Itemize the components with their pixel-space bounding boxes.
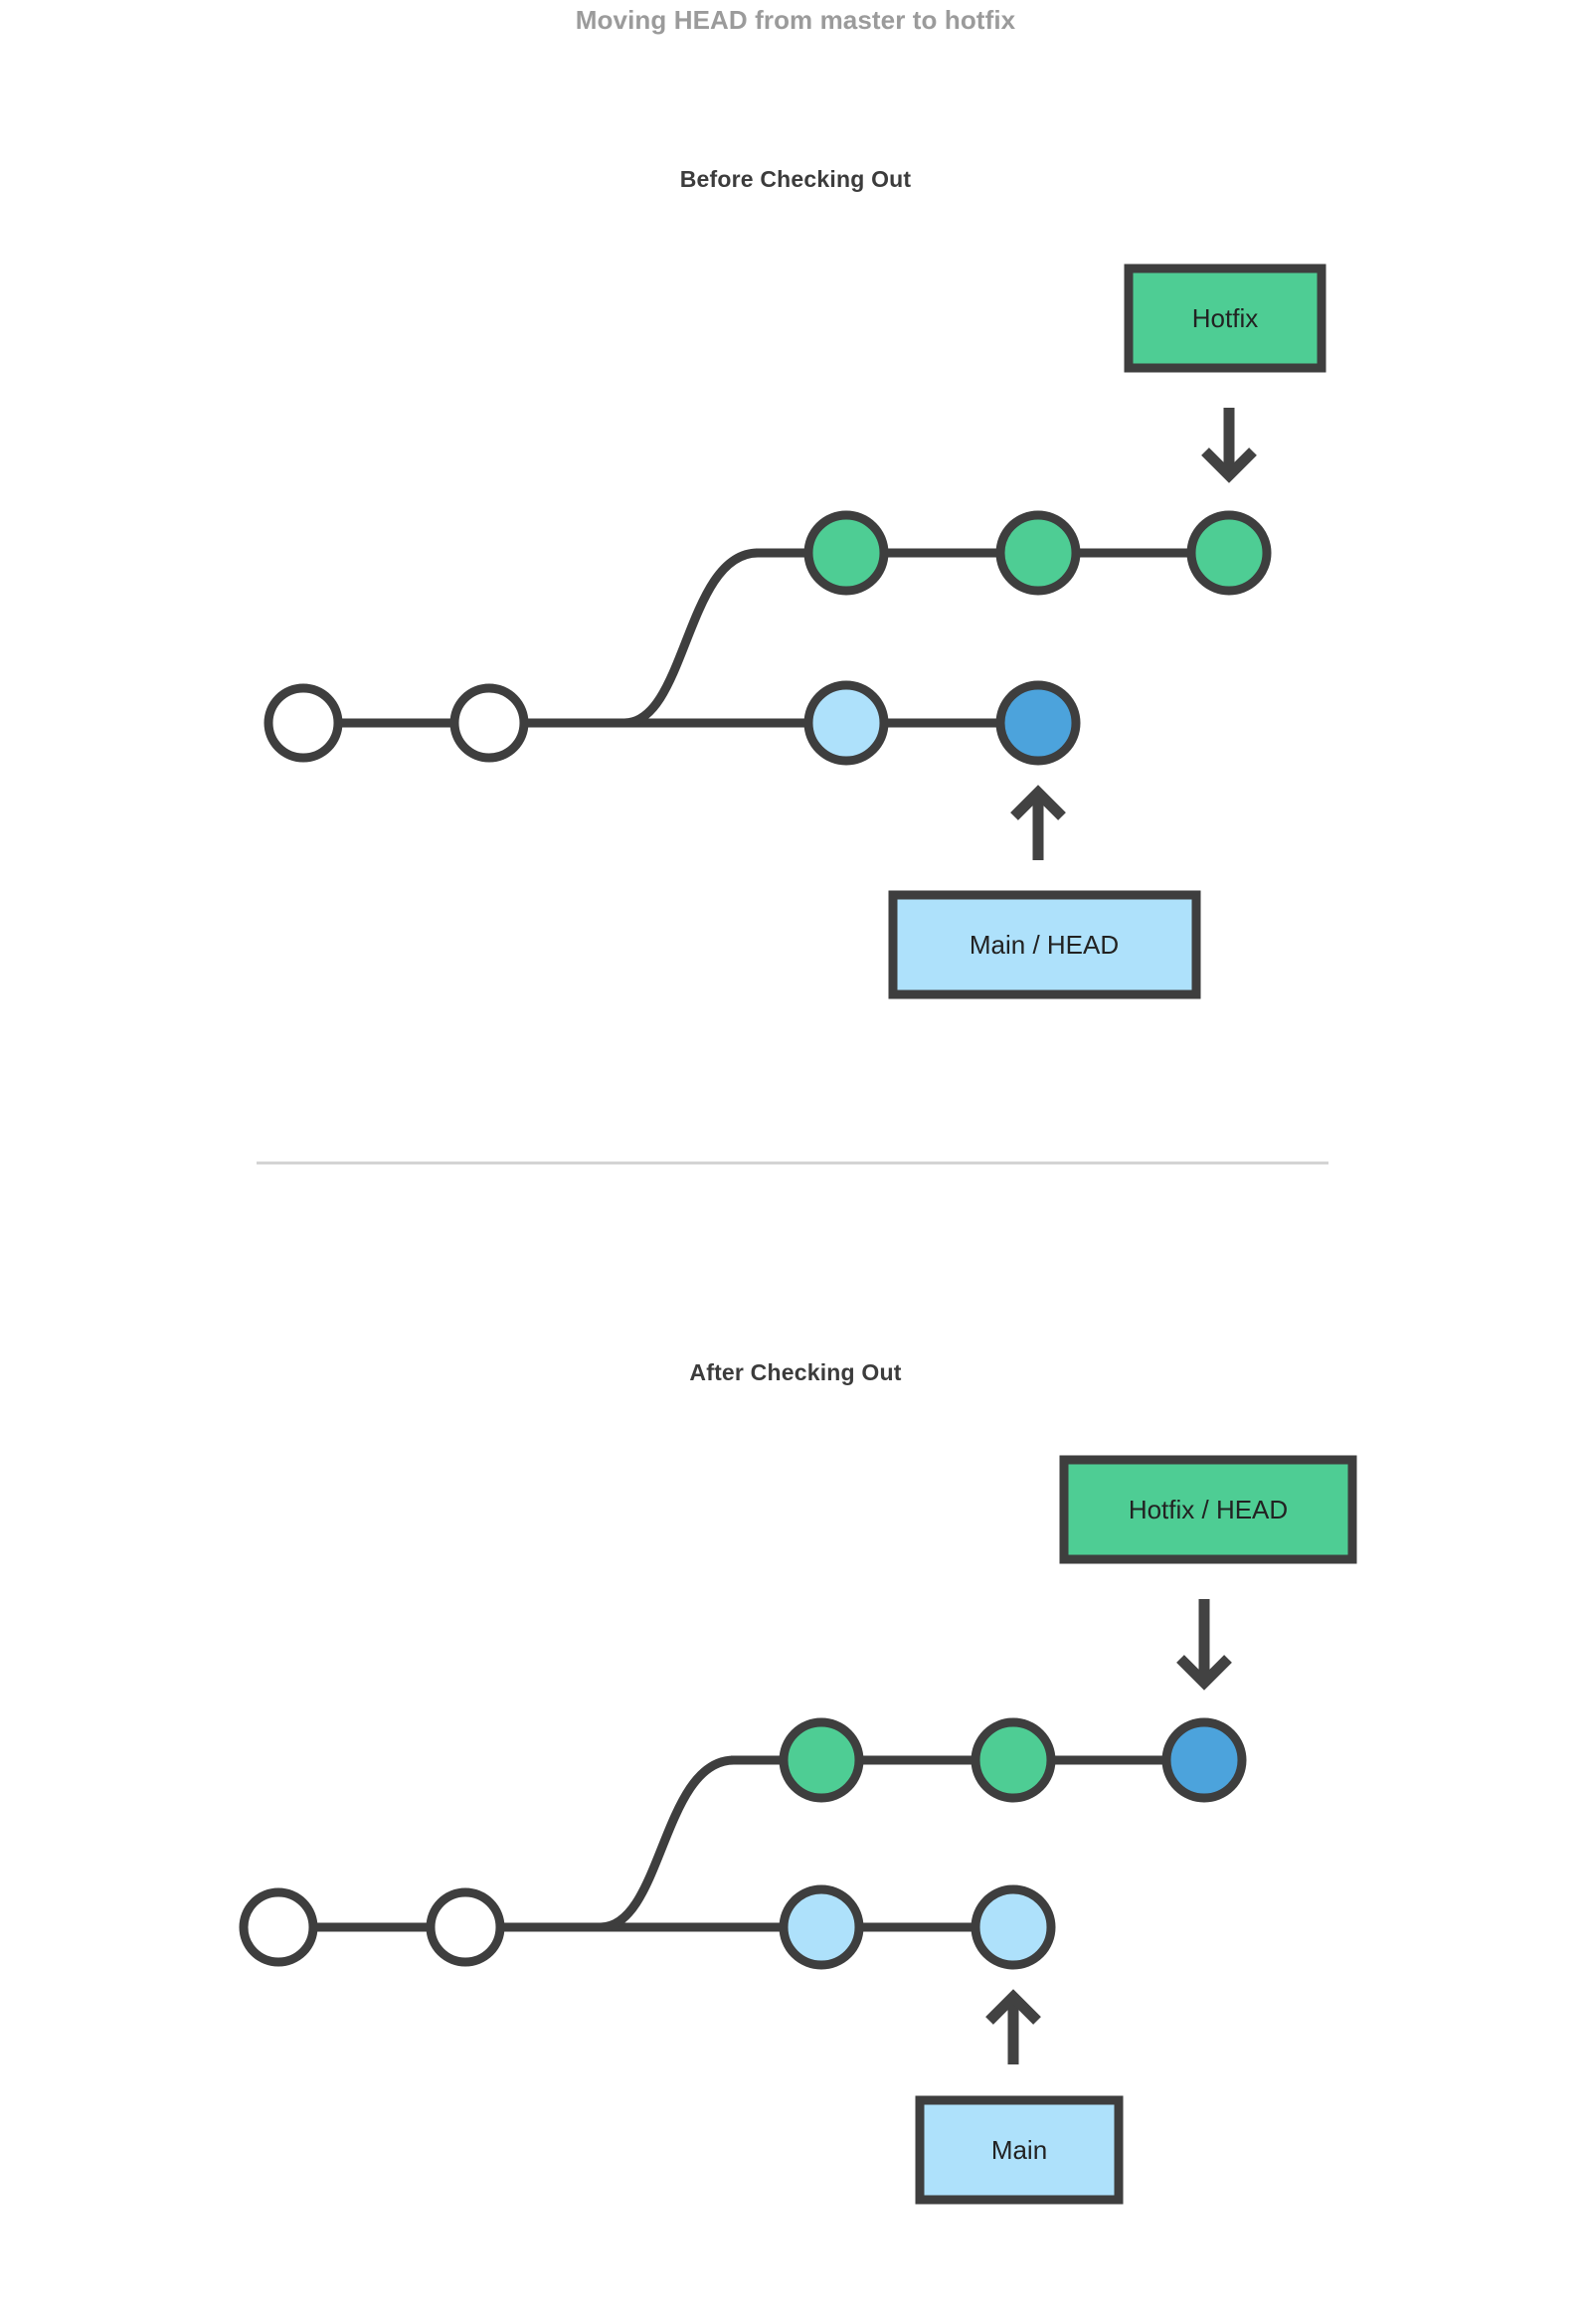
main-label-text: Main — [991, 2135, 1047, 2165]
main-commit-2[interactable] — [449, 683, 529, 763]
main-commit-4[interactable] — [971, 1884, 1056, 1970]
hotfix-head-label-box[interactable]: Hotfix / HEAD — [1059, 1455, 1357, 1564]
section-divider — [257, 1162, 1328, 1164]
main-commit-1[interactable] — [264, 683, 343, 763]
main-head-label-text: Main / HEAD — [970, 930, 1119, 960]
feature-commit-1[interactable] — [779, 1717, 864, 1803]
panel-before-checking-out: Before Checking Out Hotfix — [0, 119, 1591, 1114]
hotfix-down-arrow — [1201, 408, 1257, 483]
hotfix-head-label-rect — [1059, 1455, 1357, 1564]
feature-commit-3[interactable] — [1186, 510, 1272, 596]
main-label-rect — [915, 2095, 1124, 2205]
main-label-box[interactable]: Main — [915, 2095, 1124, 2205]
main-commit-2[interactable] — [426, 1887, 505, 1967]
main-head-label-box[interactable]: Main / HEAD — [888, 890, 1201, 999]
panel-after-checking-out: After Checking Out Hotfix / HEAD — [0, 1313, 1591, 2287]
panel-before-heading: Before Checking Out — [679, 166, 912, 192]
feature-commit-2[interactable] — [995, 510, 1081, 596]
main-head-label-rect — [888, 890, 1201, 999]
branch-curve — [596, 1755, 739, 1932]
branch-curve — [619, 548, 763, 728]
main-commit-4-head[interactable] — [995, 680, 1081, 766]
main-commit-3[interactable] — [803, 680, 889, 766]
hotfix-label-rect — [1124, 264, 1326, 373]
feature-commit-2[interactable] — [971, 1717, 1056, 1803]
main-head-up-arrow — [1010, 785, 1066, 860]
hotfix-label-text: Hotfix — [1192, 303, 1258, 333]
hotfix-head-label-text: Hotfix / HEAD — [1129, 1495, 1288, 1524]
feature-commit-1[interactable] — [803, 510, 889, 596]
panel-after-heading: After Checking Out — [689, 1359, 902, 1385]
hotfix-label-box[interactable]: Hotfix — [1124, 264, 1326, 373]
main-commit-1[interactable] — [239, 1887, 318, 1967]
git-graph-before: Hotfix Main / HEAD — [264, 264, 1326, 999]
main-commit-3[interactable] — [779, 1884, 864, 1970]
page-title: Moving HEAD from master to hotfix — [575, 5, 1016, 35]
feature-commit-3-head[interactable] — [1161, 1717, 1247, 1803]
git-graph-after: Hotfix / HEAD Main — [239, 1455, 1357, 2205]
main-up-arrow — [985, 1989, 1041, 2064]
hotfix-head-down-arrow — [1176, 1599, 1232, 1691]
